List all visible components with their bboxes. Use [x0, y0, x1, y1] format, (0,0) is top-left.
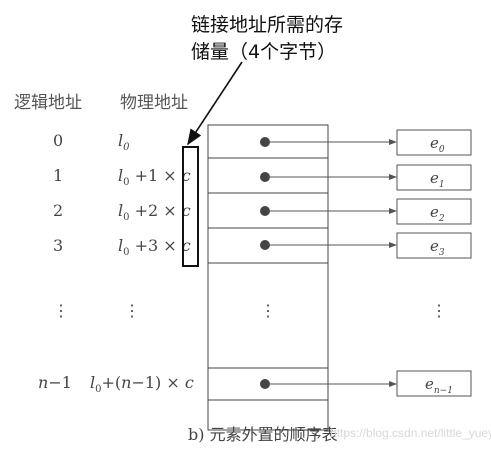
watermark: https://blog.csdn.net/little_yueyue: [330, 426, 491, 440]
pointer-dot-0: [260, 137, 270, 147]
element-box-2: [396, 198, 472, 225]
physical-address-ellipsis: ⋮: [124, 301, 140, 320]
logical-address-last: n−1: [38, 373, 72, 392]
logical-address-header: 逻辑地址: [14, 93, 82, 113]
pointer-dot-2: [260, 206, 270, 216]
physical-address-3: l0 +3 × c: [118, 236, 191, 258]
memory-block: [207, 124, 329, 431]
annotation-arrow: [187, 61, 243, 146]
element-ellipsis: ⋮: [431, 301, 447, 320]
physical-address-1: l0 +1 × c: [118, 166, 191, 188]
physical-address-0: l0: [118, 131, 130, 153]
pointer-dot-1: [260, 172, 270, 182]
element-box-1: [396, 164, 472, 191]
logical-address-ellipsis: ⋮: [53, 301, 69, 320]
physical-address-header: 物理地址: [120, 93, 188, 113]
memory-ellipsis: ⋮: [260, 301, 276, 320]
element-box-last: [396, 370, 472, 397]
logical-address-0: 0: [53, 131, 63, 150]
element-box-0: [396, 129, 472, 156]
logical-address-3: 3: [53, 236, 63, 255]
pointer-dot-3: [260, 240, 270, 250]
annotation-line-2: 储量（4个字节）: [191, 41, 337, 63]
pointer-dot-last: [260, 379, 270, 389]
logical-address-2: 2: [53, 201, 63, 220]
physical-address-last: l0+(n−1) × c: [90, 373, 194, 395]
link-storage-highlight: [182, 146, 199, 267]
annotation-line-1: 链接地址所需的存: [191, 14, 344, 36]
physical-address-2: l0 +2 × c: [118, 201, 191, 223]
logical-address-1: 1: [53, 166, 63, 185]
element-box-3: [396, 232, 472, 259]
figure-caption: b) 元素外置的顺序表: [188, 425, 338, 444]
